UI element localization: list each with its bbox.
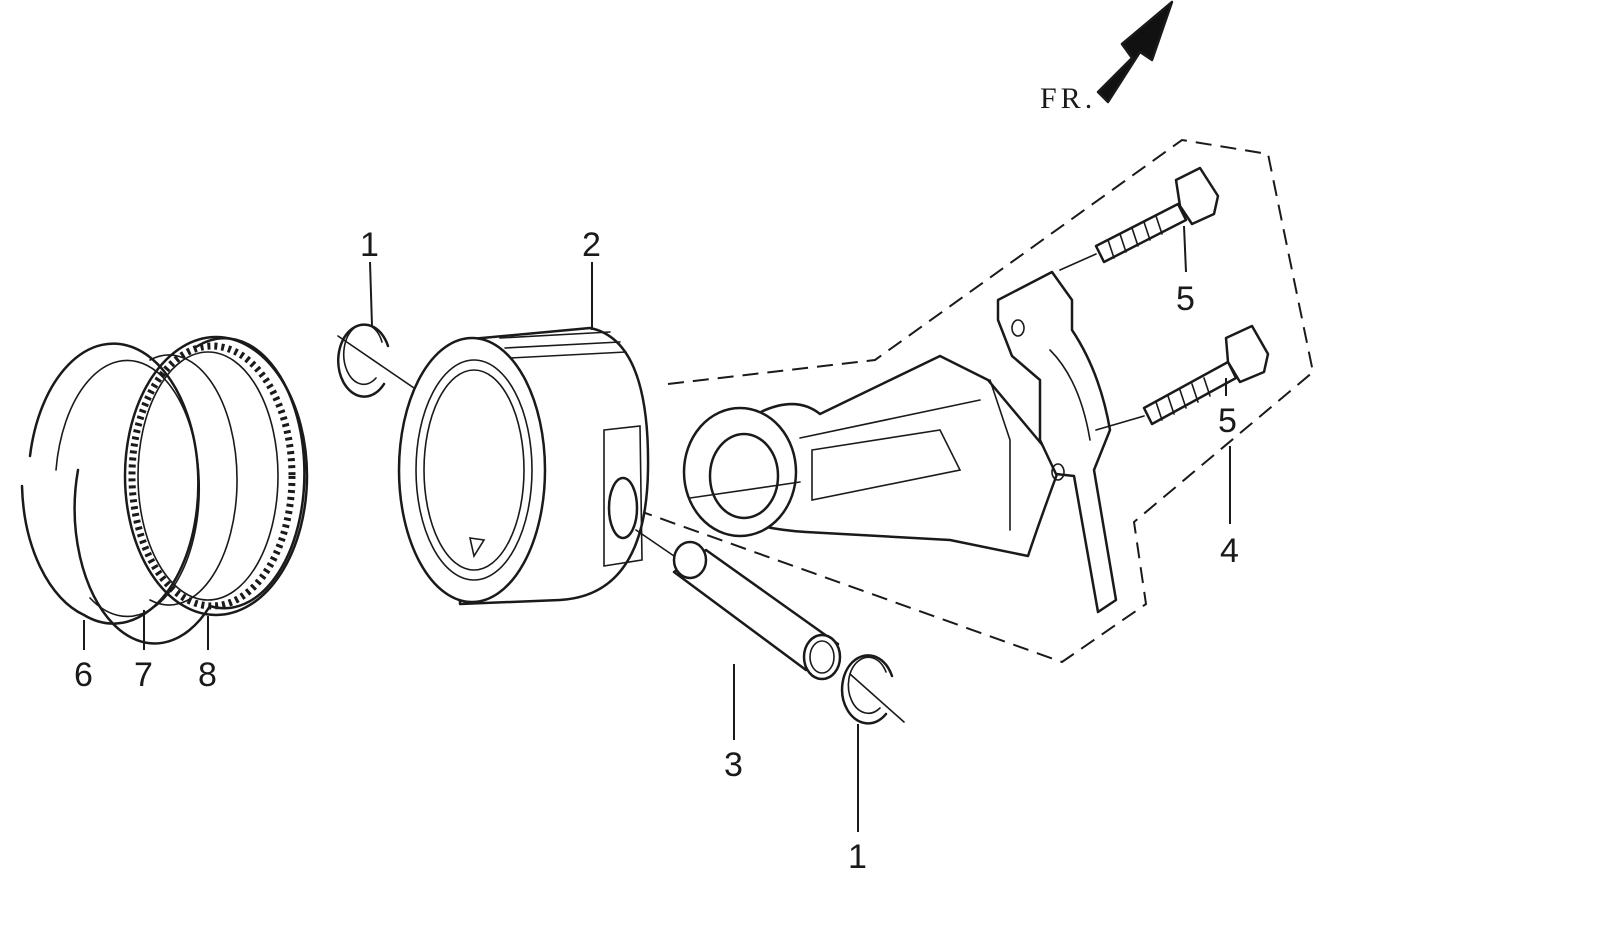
callout-oil-ring: 8 xyxy=(198,656,217,694)
piston-pin xyxy=(635,529,842,681)
connecting-rod xyxy=(682,354,1062,558)
leader-snap-ring-top xyxy=(369,261,373,327)
second-ring xyxy=(73,336,306,645)
rod-bolt-upper xyxy=(1059,166,1220,271)
oil-ring xyxy=(123,335,309,617)
leader-rod-bolt-upper xyxy=(1183,225,1187,273)
snap-ring-top xyxy=(336,323,415,398)
top-ring xyxy=(20,342,201,625)
rod-bolt-lower xyxy=(1095,324,1270,431)
callout-snap-ring-top: 1 xyxy=(360,226,379,264)
piston-ring-set xyxy=(20,335,309,645)
callout-rod-bolt-upper: 5 xyxy=(1176,280,1195,318)
callout-rod-assembly: 4 xyxy=(1220,532,1239,570)
callout-snap-ring-bottom: 1 xyxy=(848,838,867,876)
callout-piston-pin: 3 xyxy=(724,746,743,784)
front-direction-arrow-icon xyxy=(1096,0,1174,104)
callout-rod-bolt-lower: 5 xyxy=(1218,402,1237,440)
callout-second-ring: 7 xyxy=(134,656,153,694)
callout-top-ring: 6 xyxy=(74,656,93,694)
callout-piston: 2 xyxy=(582,226,601,264)
snap-ring-bottom xyxy=(840,654,905,725)
direction-label: FR. xyxy=(1040,82,1096,115)
piston xyxy=(397,326,650,606)
rod-assembly-boundary xyxy=(619,138,1315,664)
rod-cap xyxy=(996,270,1118,614)
